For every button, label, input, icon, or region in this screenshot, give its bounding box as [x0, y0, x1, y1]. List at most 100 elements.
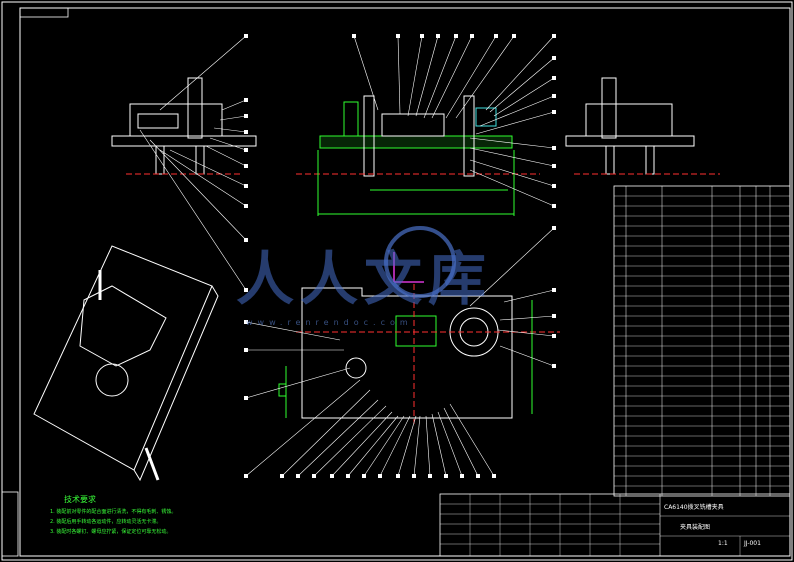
balloon-tag-32 — [552, 364, 556, 368]
balloon-tag-13 — [420, 34, 424, 38]
balloon-tag-7 — [244, 184, 248, 188]
balloon-tag-18 — [512, 34, 516, 38]
balloon-tag-36 — [244, 474, 248, 478]
leader-line-14 — [415, 35, 439, 117]
leader-line-26 — [469, 159, 555, 187]
balloon-tag-26 — [552, 184, 556, 188]
leader-line-24 — [469, 137, 555, 149]
logo-ring-icon — [384, 226, 456, 298]
leader-line-8 — [159, 149, 247, 207]
balloon-tag-17 — [494, 34, 498, 38]
front-view-base-hatch — [320, 136, 512, 148]
leader-line-18 — [455, 35, 515, 119]
watermark-subtext: www.renrendoc.com — [246, 318, 413, 327]
right-view-post — [601, 77, 617, 139]
leader-line-28 — [469, 227, 555, 307]
balloon-tag-28 — [552, 226, 556, 230]
leader-line-3 — [219, 115, 247, 121]
balloon-tag-1 — [244, 34, 248, 38]
balloon-tag-22 — [552, 94, 556, 98]
leader-line-49 — [443, 407, 479, 477]
balloon-tag-19 — [552, 34, 556, 38]
balloon-tag-21 — [552, 76, 556, 80]
balloon-tag-46 — [428, 474, 432, 478]
balloon-tag-10 — [244, 288, 248, 292]
leader-line-16 — [431, 35, 473, 119]
tech-requirement-line-3: 3. 装配时各螺钉、螺母应拧紧，保证定位可靠无松动。 — [50, 529, 172, 535]
leader-line-38 — [297, 399, 379, 477]
balloon-tag-20 — [552, 56, 556, 60]
leader-line-9 — [149, 139, 247, 241]
leader-line-1 — [159, 35, 247, 111]
iso-view-plate-edge — [133, 285, 219, 482]
leader-line-41 — [347, 415, 399, 477]
leader-line-21 — [493, 77, 555, 117]
title-block-drawing-no: JJ-001 — [744, 540, 761, 547]
balloon-tag-25 — [552, 164, 556, 168]
left-view-post — [187, 77, 203, 139]
balloon-tag-31 — [552, 334, 556, 338]
balloon-tag-40 — [330, 474, 334, 478]
right-view-leg-left — [605, 145, 615, 175]
top-view-plate-outline — [301, 287, 513, 419]
balloon-tag-5 — [244, 148, 248, 152]
leader-line-44 — [397, 415, 417, 477]
balloon-tag-37 — [280, 474, 284, 478]
tech-requirement-line-2: 2. 装配后用手转动各运动件，应转动灵活无卡滞。 — [50, 519, 162, 525]
front-view-clamp-left — [343, 101, 359, 137]
left-view-leg-left — [155, 145, 165, 175]
iso-view-disc — [95, 363, 129, 397]
leader-line-2 — [221, 99, 247, 111]
balloon-tag-39 — [312, 474, 316, 478]
top-view-bushing — [345, 357, 367, 379]
balloon-tag-8 — [244, 204, 248, 208]
leader-line-23 — [475, 111, 555, 135]
leader-line-15 — [423, 35, 457, 119]
watermark-text: 人人文库 — [236, 245, 493, 313]
balloon-tag-11 — [352, 34, 356, 38]
leader-line-7 — [169, 149, 247, 187]
leader-line-25 — [469, 147, 555, 167]
balloon-tag-16 — [470, 34, 474, 38]
leader-line-35 — [245, 367, 351, 399]
title-block-scale: 1:1 — [718, 540, 728, 547]
left-view-base-plate — [111, 135, 257, 147]
title-block-drawing-name: CA6140拨叉铣槽夹具 — [664, 504, 724, 511]
leader-line-27 — [469, 169, 555, 207]
leader-line-46 — [425, 415, 431, 477]
balloon-tag-6 — [244, 164, 248, 168]
balloon-tag-4 — [244, 130, 248, 134]
balloon-tag-47 — [444, 474, 448, 478]
balloon-tag-2 — [244, 98, 248, 102]
leader-line-13 — [407, 35, 423, 117]
balloon-tag-34 — [244, 348, 248, 352]
balloon-tag-43 — [378, 474, 382, 478]
top-view-disc-inner — [459, 317, 489, 347]
balloon-tag-44 — [396, 474, 400, 478]
balloon-tag-42 — [362, 474, 366, 478]
right-view-leg-right — [645, 145, 655, 175]
balloon-tag-45 — [412, 474, 416, 478]
leader-line-11 — [353, 35, 379, 111]
balloon-tag-14 — [436, 34, 440, 38]
balloon-tag-3 — [244, 114, 248, 118]
leader-line-10 — [139, 129, 247, 291]
balloon-tag-29 — [552, 288, 556, 292]
iso-view-base-plate — [33, 245, 213, 471]
leader-line-39 — [313, 405, 387, 477]
front-view-post-left — [363, 95, 375, 177]
title-block-sheet-label: 夹具装配图 — [680, 524, 711, 531]
leader-line-37 — [281, 389, 371, 477]
left-view-leg-right — [195, 145, 205, 175]
leader-line-47 — [431, 413, 447, 477]
top-view-clamp-block — [395, 315, 437, 347]
left-view-body — [129, 103, 223, 137]
balloon-tag-48 — [460, 474, 464, 478]
leader-line-19 — [485, 35, 555, 111]
leader-line-5 — [209, 137, 247, 151]
corner-code-box — [19, 7, 69, 18]
balloon-tag-27 — [552, 204, 556, 208]
